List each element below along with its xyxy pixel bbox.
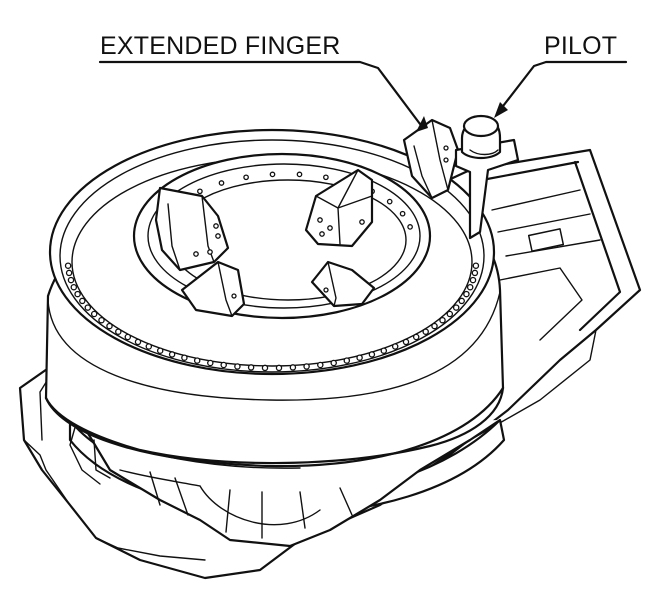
pilot-assembly	[454, 114, 520, 240]
port-hole	[303, 363, 310, 370]
port-hole	[323, 174, 329, 181]
port-hole	[439, 316, 446, 324]
port-hole	[402, 338, 410, 346]
port-hole	[106, 322, 113, 330]
port-hole	[458, 297, 465, 305]
port-hole	[70, 283, 78, 291]
port-hole	[261, 364, 269, 372]
port-hole	[343, 357, 351, 364]
extended-finger-label: EXTENDED FINGER	[100, 32, 341, 60]
inner-burner-finger-back-right	[304, 168, 374, 248]
port-hole	[269, 171, 276, 178]
port-hole	[145, 343, 153, 350]
port-hole	[472, 262, 480, 269]
inner-burner-finger-front-left	[180, 260, 246, 318]
extended-finger-arrowhead	[416, 116, 428, 132]
port-hole	[412, 333, 420, 341]
pilot-leader-line	[498, 60, 628, 112]
port-hole	[115, 328, 122, 335]
port-hole	[446, 310, 454, 318]
port-hole	[422, 328, 429, 335]
port-hole	[368, 351, 376, 358]
port-hole	[220, 361, 227, 369]
port-hole	[98, 316, 105, 324]
extended-finger	[402, 118, 460, 200]
port-hole	[471, 269, 479, 277]
port-hole	[330, 359, 337, 367]
port-hole	[407, 224, 413, 230]
port-hole	[399, 210, 406, 217]
port-hole	[67, 276, 75, 284]
port-hole	[74, 290, 81, 298]
inner-burner-finger-back-left	[154, 186, 230, 272]
port-hole	[469, 276, 477, 284]
port-hole	[466, 283, 474, 291]
port-hole	[386, 198, 393, 205]
port-hole	[79, 297, 86, 305]
port-hole	[90, 310, 98, 318]
port-hole	[181, 354, 188, 361]
port-hole	[289, 364, 297, 371]
port-hole	[247, 364, 255, 371]
port-hole	[65, 269, 73, 277]
port-hole	[193, 357, 201, 364]
port-hole	[296, 171, 303, 178]
pilot-label: PILOT	[544, 32, 618, 60]
port-hole	[207, 359, 214, 367]
port-hole	[124, 333, 132, 341]
port-hole	[391, 343, 399, 350]
port-hole	[380, 347, 388, 354]
pilot-arrowhead	[494, 102, 508, 118]
port-hole	[356, 354, 363, 361]
port-hole	[463, 290, 470, 298]
port-hole	[431, 322, 438, 330]
burner-port-holes	[64, 171, 480, 372]
extended-finger-leader-line	[98, 60, 422, 126]
port-hole	[243, 174, 249, 181]
port-hole	[168, 351, 176, 358]
port-hole	[64, 262, 72, 269]
inner-burner-finger-front-right	[310, 260, 376, 308]
port-hole	[275, 364, 283, 372]
port-hole	[218, 180, 225, 186]
port-hole	[84, 304, 92, 311]
port-hole	[452, 304, 460, 311]
port-hole	[156, 347, 164, 354]
port-hole	[234, 363, 241, 370]
port-hole	[317, 361, 324, 369]
port-hole	[197, 188, 203, 195]
port-hole	[134, 338, 142, 346]
